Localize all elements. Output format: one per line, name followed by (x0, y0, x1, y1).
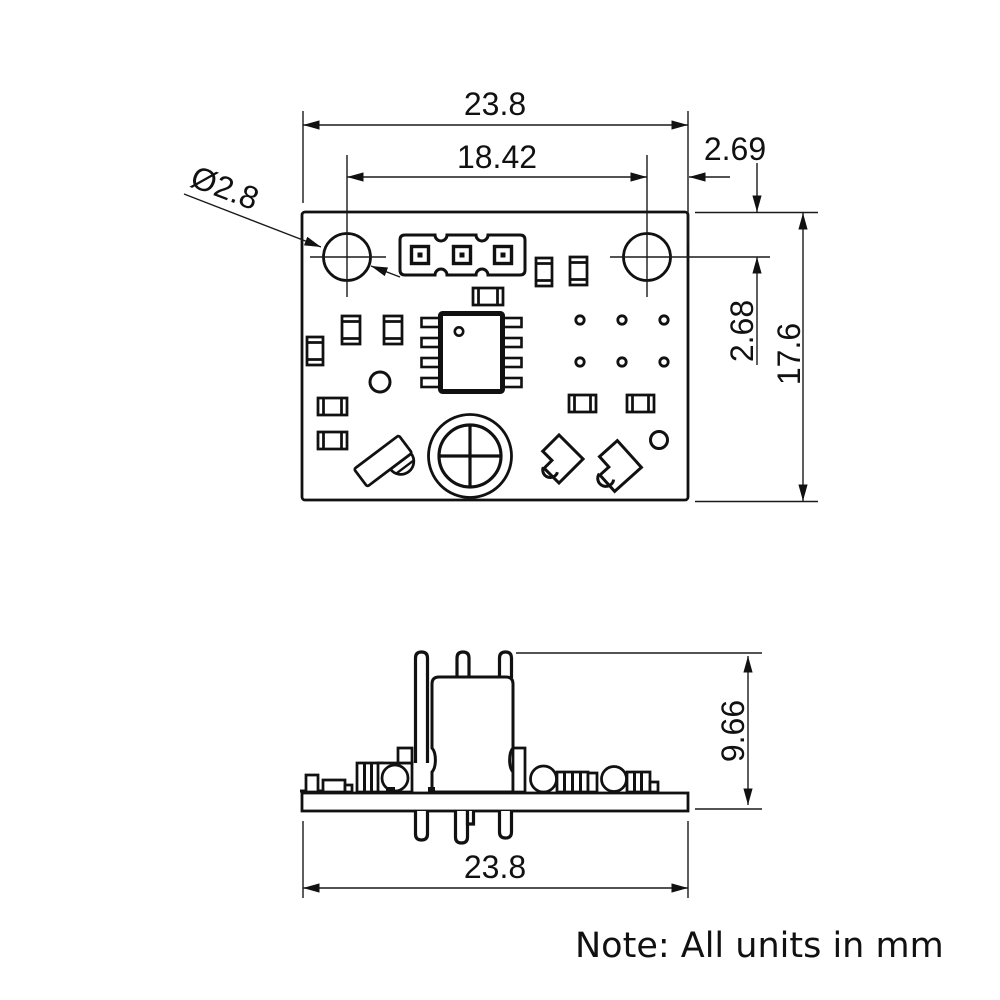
side-components-right (511, 746, 660, 794)
header-pins-top (413, 650, 514, 763)
dim-board-height-label: 17.6 (771, 323, 807, 385)
small-hole-left (368, 370, 392, 394)
small-hole-right (649, 430, 669, 450)
ic-pin1-dot (453, 325, 465, 337)
header-pin-pads (409, 244, 514, 266)
side-view-drawing (300, 650, 690, 845)
extension-lines (302, 111, 818, 898)
angled-clip-2 (596, 438, 644, 494)
smd-components-horizontal (316, 286, 656, 451)
dim-hole-edge-label: 2.69 (704, 131, 766, 167)
dim-side-height-label: 9.66 (715, 700, 751, 762)
dim-hole-spacing-label: 18.42 (457, 139, 537, 175)
smd-components-vertical (305, 255, 589, 367)
top-view-drawing (300, 155, 770, 502)
angled-diode-package (353, 434, 416, 488)
via-grid (574, 314, 670, 368)
dimensions (183, 111, 818, 898)
soic8-ic (420, 311, 523, 394)
side-components-left (300, 746, 435, 794)
dim-top-width-label: 23.8 (464, 86, 526, 122)
angled-clip-1 (540, 432, 586, 486)
leader-hole-diameter-1 (183, 193, 322, 248)
header-housing (430, 675, 515, 794)
header-pins-bottom (413, 811, 514, 845)
dim-hole-diameter-label: Ø2.8 (186, 158, 264, 216)
pcb-outline-side (300, 791, 690, 813)
dim-hole-top-label: 2.68 (724, 300, 760, 362)
potentiometer (427, 413, 513, 499)
note-text: Note: All units in mm (575, 926, 944, 966)
leader-hole-diameter-2 (370, 265, 401, 278)
dim-bottom-width-label: 23.8 (464, 849, 526, 885)
